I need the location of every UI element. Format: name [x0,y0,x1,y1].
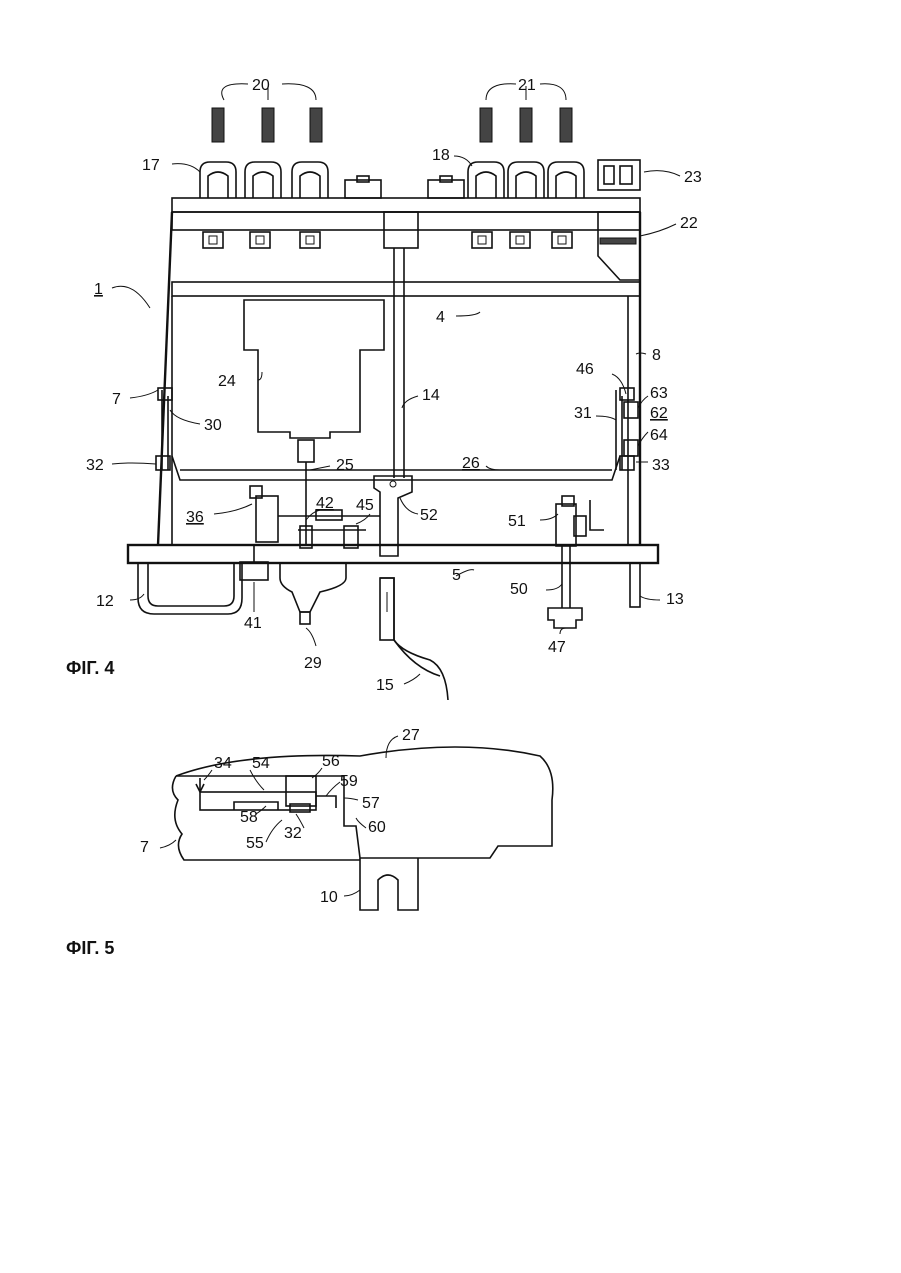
label-54: 54 [252,755,270,772]
label-29: 29 [304,655,322,672]
label-14: 14 [422,387,440,404]
base-plate-5 [128,545,658,563]
label-13: 13 [666,591,684,608]
label-34: 34 [214,755,232,772]
label-51: 51 [508,513,526,530]
label-24: 24 [218,373,236,390]
handle-12 [148,563,234,606]
component-51 [556,496,604,608]
label-63: 63 [650,385,668,402]
label-10: 10 [320,889,338,906]
label-30: 30 [204,417,222,434]
motor-24 [244,300,384,438]
cable-group-20 [212,108,322,142]
part-54 [200,792,316,810]
label-60: 60 [368,819,386,836]
label-21: 21 [518,77,536,94]
label-7: 7 [112,391,121,408]
label-32: 32 [86,457,104,474]
cable-group-21 [480,108,572,142]
label-59: 59 [340,773,358,790]
label-17: 17 [142,157,160,174]
label-52: 52 [420,507,438,524]
label-56: 56 [322,753,340,770]
bracket-22 [598,212,640,280]
label-26: 26 [462,455,480,472]
label-57: 57 [362,795,380,812]
terminal-windows [203,232,572,248]
label-36: 36 [186,509,204,526]
figure-caption-4: ФIГ. 4 [66,658,114,678]
top-rail [172,198,640,212]
label-12: 12 [96,593,114,610]
label-42: 42 [316,495,334,512]
label-22: 22 [680,215,698,232]
label-64: 64 [650,427,668,444]
label-58: 58 [240,809,258,826]
label-45: 45 [356,497,374,514]
tab-10 [360,858,418,910]
label-62: 62 [650,405,668,422]
label-7-fig5: 7 [140,839,149,856]
clip-row-18 [428,162,584,198]
label-18: 18 [432,147,450,164]
label-50: 50 [510,581,528,598]
label-27: 27 [402,727,420,744]
label-15: 15 [376,677,394,694]
stud-13 [630,563,640,607]
label-47: 47 [548,639,566,656]
label-5: 5 [452,567,461,584]
label-33: 33 [652,457,670,474]
label-8: 8 [652,347,661,364]
connector-23 [598,160,640,190]
label-32-fig5: 32 [284,825,302,842]
label-46: 46 [576,361,594,378]
label-55: 55 [246,835,264,852]
label-41: 41 [244,615,262,632]
fig4-drawing [128,108,658,700]
label-20: 20 [252,77,270,94]
figure-caption-5: ФIГ. 5 [66,938,114,958]
label-25: 25 [336,457,354,474]
label-23: 23 [684,169,702,186]
label-4: 4 [436,309,445,326]
clip-row-17 [200,162,381,198]
knob-47 [548,608,582,628]
plug-29 [280,563,346,612]
fig5-leaders [160,736,398,896]
mechanism-42 [250,486,380,548]
label-1: 1 [94,281,103,298]
fig4-leaders [112,84,680,684]
label-31: 31 [574,405,592,422]
